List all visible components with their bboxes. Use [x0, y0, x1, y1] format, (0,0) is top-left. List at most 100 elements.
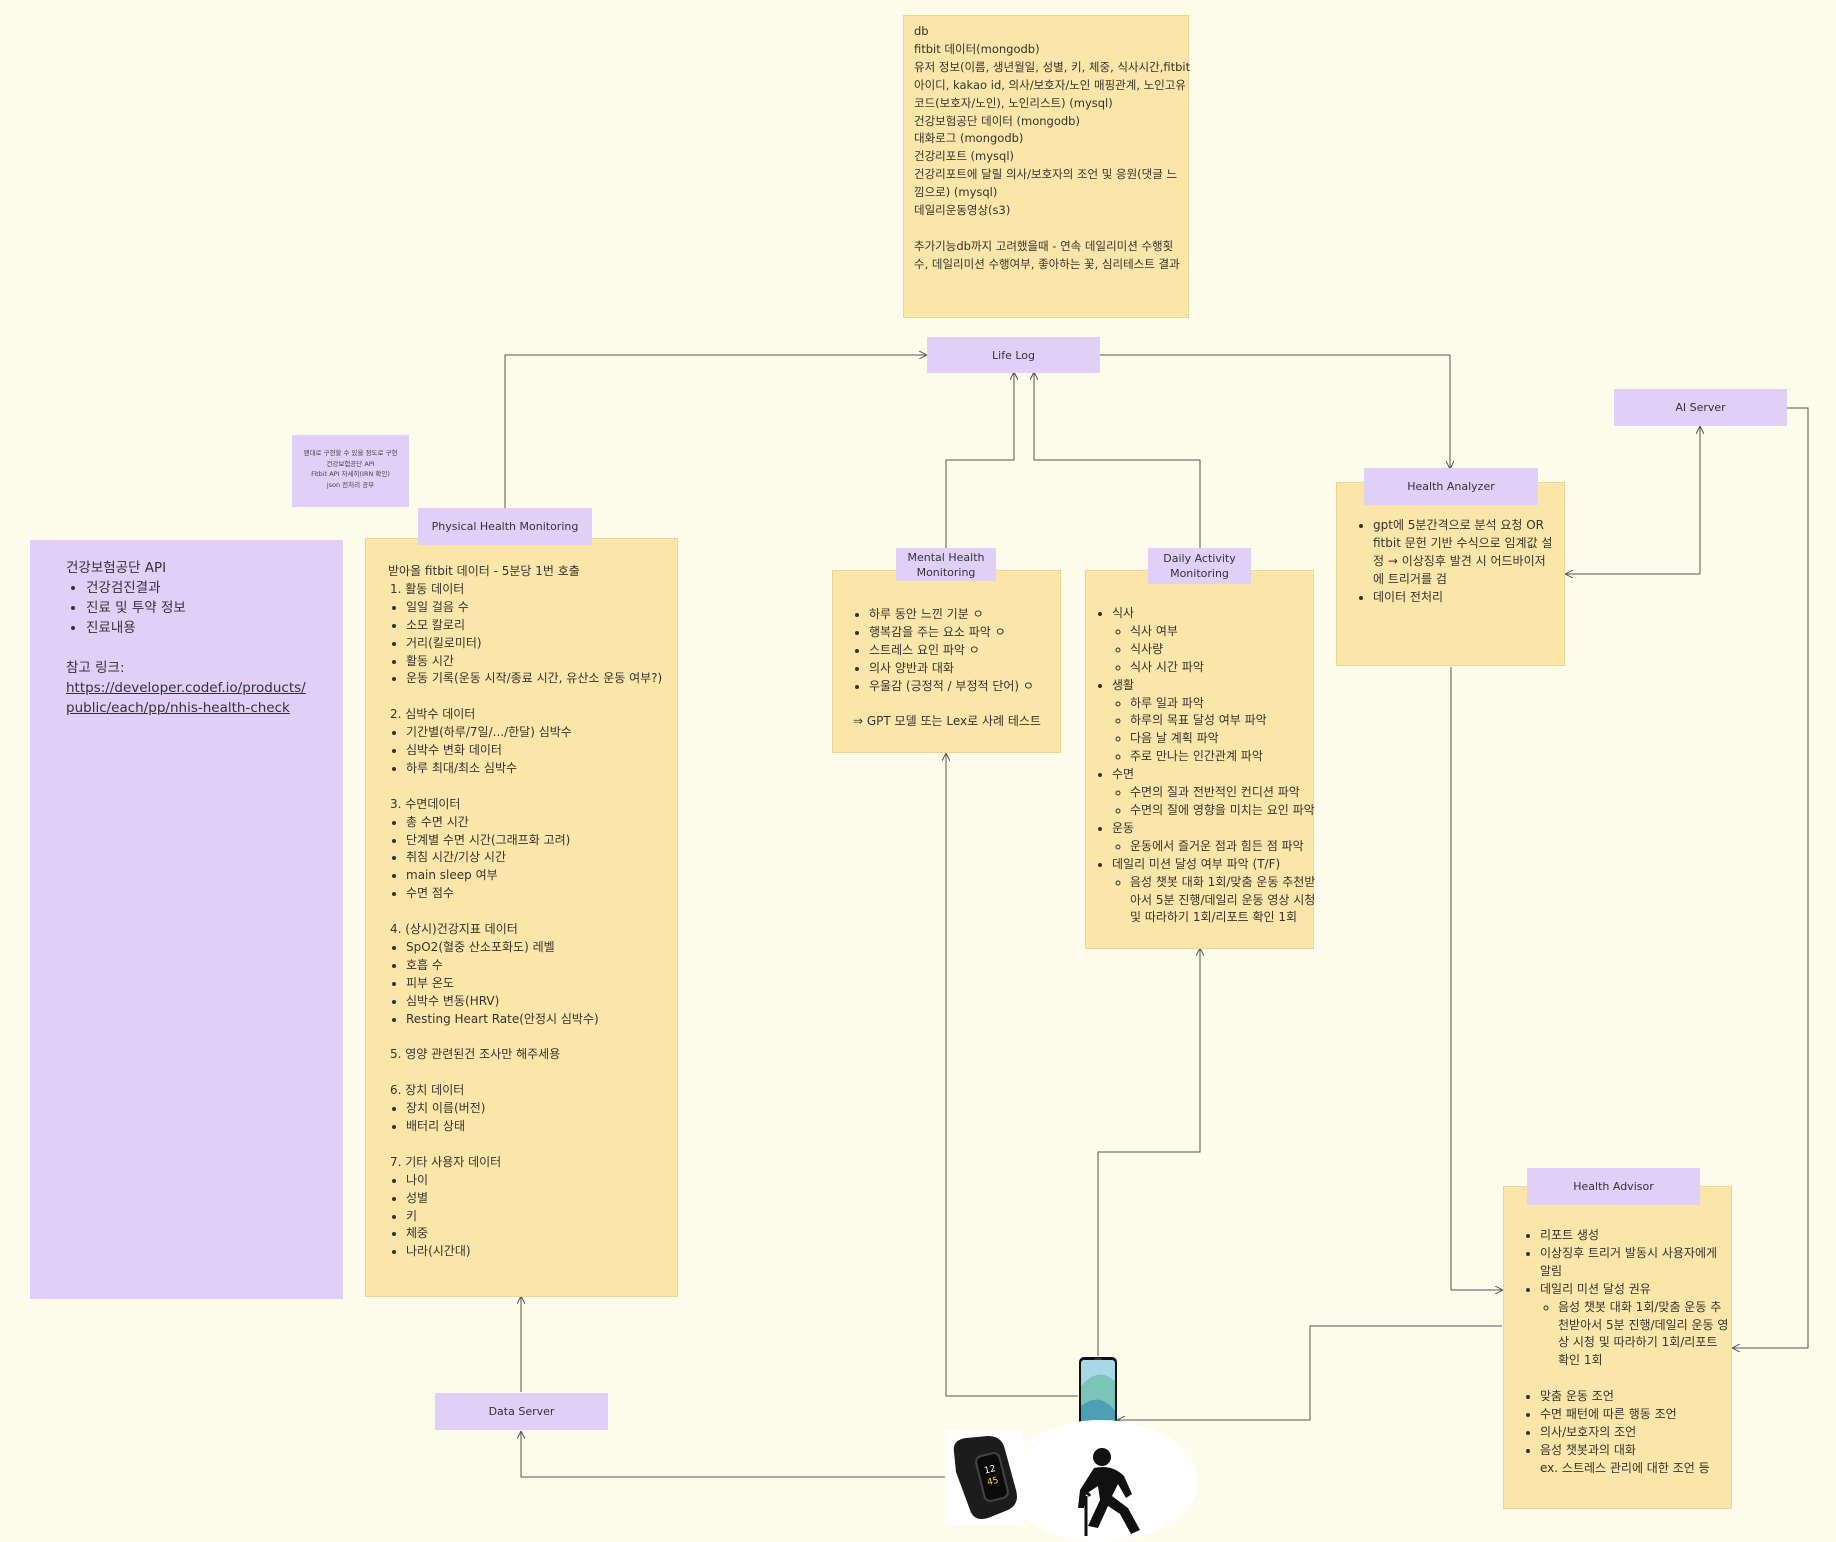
advisor-item: 수면 패턴에 따른 행동 조언 — [1540, 1406, 1727, 1424]
data-server-node[interactable]: Data Server — [435, 1393, 608, 1430]
advisor-subitem: 음성 챗봇 대화 1회/맞춤 운동 추 천받아서 5분 진행/데일리 운동 영 … — [1558, 1299, 1728, 1371]
health-advisor-node[interactable]: Health Advisor — [1527, 1168, 1700, 1205]
physical-item: 운동 기록(운동 시작/종료 시간, 유산소 운동 여부?) — [406, 670, 667, 688]
db-note-line: 대화로그 (mongodb) — [914, 131, 1024, 146]
physical-item: 배터리 상태 — [406, 1118, 667, 1136]
physical-item: 피부 온도 — [406, 975, 667, 993]
physical-item: 성별 — [406, 1190, 667, 1208]
physical-item: 나이 — [406, 1172, 667, 1190]
physical-section-title: 1. 활동 데이터 — [390, 581, 465, 596]
smartphone-icon[interactable] — [1078, 1356, 1118, 1438]
physical-item: 일일 걸음 수 — [406, 599, 667, 617]
physical-item: main sleep 여부 — [406, 867, 667, 885]
physical-item: Resting Heart Rate(안정시 심박수) — [406, 1011, 667, 1029]
small-note-line: json 전처리 공부 — [326, 480, 375, 489]
daily-group-title: 식사 — [1112, 606, 1135, 620]
daily-item: 식사 여부 — [1130, 623, 1309, 641]
physical-item: 심박수 변화 데이터 — [406, 742, 667, 760]
nhis-item: 진료내용 — [86, 618, 325, 638]
analyzer-item: gpt에 5분간격으로 분석 요청 OR fitbit 문헌 기반 수식으로 임… — [1373, 517, 1560, 589]
edge-aiserver-to-advisor — [1733, 407, 1809, 1348]
physical-monitoring-note: 받아올 fitbit 데이터 - 5분당 1번 호출 1. 활동 데이터일일 걸… — [365, 538, 678, 1297]
physical-item: 총 수면 시간 — [406, 814, 667, 832]
analyzer-item: 데이터 전처리 — [1373, 589, 1560, 607]
daily-group: 생활하루 일과 파악하루의 목표 달성 여부 파악다음 날 계획 파악주로 만나… — [1112, 677, 1309, 767]
ai-server-node[interactable]: AI Server — [1614, 389, 1787, 426]
advisor-item: 리포트 생성 — [1540, 1227, 1727, 1245]
edge-physical-to-lifelog — [504, 355, 926, 508]
db-note-line: 낌으로) (mysql) — [914, 185, 998, 200]
daily-item: 다음 날 계획 파악 — [1130, 730, 1309, 748]
db-note-line: 건강리포트에 달릴 의사/보호자의 조언 및 응원(댓글 느 — [914, 167, 1178, 182]
watch-time-minutes: 45 — [986, 1476, 1000, 1488]
db-note-line: 수, 데일리미션 수행여부, 좋아하는 꽃, 심리테스트 결과 — [914, 256, 1180, 271]
nhis-api-box: 건강보험공단 API 건강검진결과 진료 및 투약 정보 진료내용 참고 링크:… — [30, 540, 343, 1299]
daily-group-title: 수면 — [1112, 767, 1135, 782]
db-note-line: 코드(보호자/노인), 노인리스트) (mysql) — [914, 95, 1113, 110]
physical-item: 호흡 수 — [406, 957, 667, 975]
physical-item: 하루 최대/최소 심박수 — [406, 760, 667, 778]
daily-item: 운동에서 즐거운 점과 힘든 점 파악 — [1130, 838, 1309, 856]
db-note-line: 추가기능db까지 고려했을때 - 연속 데일리미션 수행횟 — [914, 238, 1174, 253]
small-note-line: 건강보험공단 API — [326, 459, 375, 468]
edge-lifelog-to-analyzer — [1100, 354, 1450, 468]
physical-intro: 받아올 fitbit 데이터 - 5분당 1번 호출 — [388, 564, 580, 578]
daily-item: 하루의 목표 달성 여부 파악 — [1130, 712, 1309, 730]
daily-item: 주로 만나는 인간관계 파악 — [1130, 748, 1309, 766]
daily-group: 식사식사 여부식사량식사 시간 파악 — [1112, 605, 1309, 677]
small-note: 왠대로 구현할 수 있을 정도로 구현 건강보험공단 API Fitbit AP… — [292, 435, 409, 507]
daily-item: 식사량 — [1130, 641, 1309, 659]
advisor-item: 이상징후 트리거 발동시 사용자에게 알림 — [1540, 1245, 1727, 1281]
physical-section-title: 5. 영양 관련된건 조사만 해주세용 — [390, 1047, 561, 1062]
advisor-item: 맞춤 운동 조언 — [1540, 1388, 1727, 1406]
fitbit-watch-icon[interactable]: 12 45 — [948, 1432, 1022, 1524]
db-note: db fitbit 데이터(mongodb) 유저 정보(이름, 생년월일, 성… — [903, 15, 1191, 318]
mental-footer: ⇒ GPT 모델 또는 Lex로 사례 테스트 — [853, 714, 1041, 729]
mental-item: 행복감을 주는 요소 파악 ㅇ — [869, 624, 1052, 642]
health-analyzer-node[interactable]: Health Analyzer — [1364, 468, 1538, 505]
physical-item: 키 — [406, 1208, 667, 1226]
nhis-reference-link[interactable]: https://developer.codef.io/products/publ… — [66, 680, 306, 716]
edge-phone-to-daily — [1097, 949, 1200, 1356]
elderly-person-icon — [1078, 1448, 1140, 1536]
health-analyzer-note: gpt에 5분간격으로 분석 요청 OR fitbit 문헌 기반 수식으로 임… — [1336, 482, 1565, 666]
life-log-node[interactable]: Life Log — [927, 337, 1100, 373]
edge-daily-to-lifelog — [1034, 373, 1201, 548]
db-note-line: 건강보험공단 데이터 (mongodb) — [914, 113, 1080, 128]
advisor-ex: ex. 스트레스 관리에 대한 조언 등 — [1540, 1460, 1710, 1475]
mental-item: 스트레스 요인 파악 ㅇ — [869, 642, 1052, 660]
daily-activity-note: 식사식사 여부식사량식사 시간 파악생활하루 일과 파악하루의 목표 달성 여부… — [1085, 570, 1315, 949]
edge-watch-to-dataserver — [521, 1432, 945, 1478]
edge-mental-to-lifelog — [945, 373, 1014, 548]
physical-monitoring-node[interactable]: Physical Health Monitoring — [418, 508, 592, 545]
daily-group-title: 운동 — [1112, 820, 1135, 835]
edge-phone-to-mental — [946, 754, 1078, 1397]
db-note-line: fitbit 데이터(mongodb) — [914, 41, 1040, 56]
db-note-line: 유저 정보(이름, 생년월일, 성별, 키, 체중, 식사시간,fitbit — [914, 59, 1191, 74]
small-note-line: Fitbit API 자세히(IRN 확인) — [311, 470, 390, 478]
physical-section-title: 4. (상시)건강지표 데이터 — [390, 922, 518, 937]
nhis-item: 건강검진결과 — [86, 578, 325, 598]
nhis-item: 진료 및 투약 정보 — [86, 598, 325, 618]
daily-group: 데일리 미션 달성 여부 파악 (T/F)음성 챗봇 대화 1회/맞춤 운동 추… — [1112, 856, 1315, 928]
physical-section-title: 2. 심박수 데이터 — [390, 707, 476, 722]
physical-section-title: 6. 장치 데이터 — [390, 1083, 465, 1098]
nhis-ref-label: 참고 링크: — [66, 660, 125, 676]
small-note-line: 왠대로 구현할 수 있을 정도로 구현 — [303, 449, 398, 457]
physical-item: 심박수 변동(HRV) — [406, 993, 667, 1011]
physical-item: 수면 점수 — [406, 885, 667, 903]
physical-item: 거리(킬로미터) — [406, 635, 667, 653]
physical-item: 소모 칼로리 — [406, 617, 667, 635]
physical-item: 단계별 수면 시간(그래프화 고려) — [406, 832, 667, 850]
daily-item: 수면의 질에 영향을 미치는 요인 파악 — [1130, 802, 1315, 820]
advisor-item: 데일리 미션 달성 권유 음성 챗봇 대화 1회/맞춤 운동 추 천받아서 5분… — [1540, 1281, 1728, 1371]
watch-time-hours: 12 — [983, 1464, 997, 1476]
physical-item: 체중 — [406, 1225, 667, 1243]
physical-item: 기간별(하루/7일/.../한달) 심박수 — [406, 724, 667, 742]
db-note-line: 건강리포트 (mysql) — [914, 149, 1015, 164]
daily-group: 운동운동에서 즐거운 점과 힘든 점 파악 — [1112, 820, 1309, 856]
